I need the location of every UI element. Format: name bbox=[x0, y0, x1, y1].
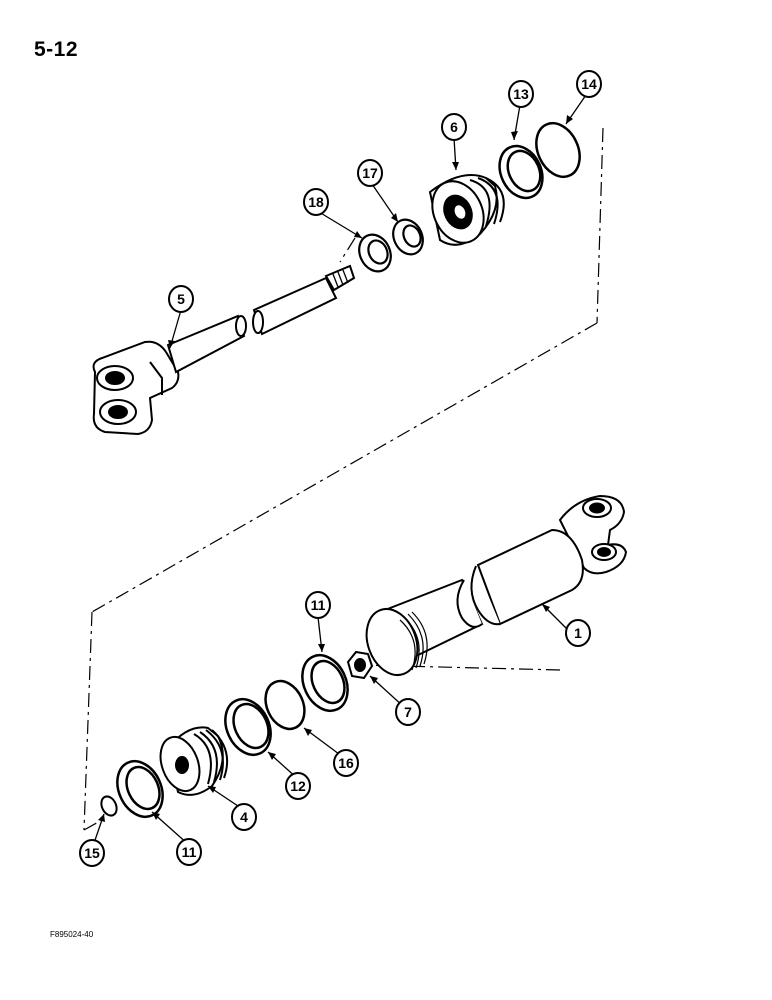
svg-text:11: 11 bbox=[182, 844, 197, 860]
rod-seal-part bbox=[358, 233, 392, 273]
svg-text:7: 7 bbox=[404, 704, 412, 720]
svg-text:12: 12 bbox=[290, 778, 306, 794]
callout-c1: 1 bbox=[565, 619, 591, 647]
back-up-ring-11-upper-part bbox=[301, 654, 349, 712]
svg-text:18: 18 bbox=[308, 194, 324, 210]
callout-c6: 6 bbox=[441, 113, 467, 141]
svg-text:11: 11 bbox=[311, 597, 326, 613]
callout-c16: 16 bbox=[333, 749, 359, 777]
seal-12-part bbox=[224, 698, 272, 756]
barrel-part bbox=[365, 494, 628, 676]
callout-c7: 7 bbox=[395, 698, 421, 726]
page-number: 5-12 bbox=[34, 38, 79, 61]
svg-text:6: 6 bbox=[450, 119, 458, 135]
o-ring-14-part bbox=[535, 122, 581, 178]
callout-c5: 5 bbox=[168, 285, 194, 313]
assembly-center-lines bbox=[83, 127, 604, 831]
svg-text:1: 1 bbox=[574, 625, 582, 641]
svg-text:17: 17 bbox=[362, 165, 378, 181]
wiper-part bbox=[392, 218, 424, 256]
callout-c12: 12 bbox=[285, 772, 311, 800]
piston-rod-part bbox=[92, 264, 356, 436]
callout-c13: 13 bbox=[508, 80, 534, 108]
callout-c14: 14 bbox=[576, 70, 602, 98]
back-up-ring-13-part bbox=[498, 144, 544, 200]
callout-c17: 17 bbox=[357, 159, 383, 187]
svg-text:5: 5 bbox=[177, 291, 185, 307]
back-up-ring-11-lower-part bbox=[116, 760, 164, 818]
gland-part bbox=[428, 174, 505, 246]
callout-c4: 4 bbox=[231, 803, 257, 831]
svg-text:16: 16 bbox=[338, 755, 354, 771]
svg-text:14: 14 bbox=[581, 76, 597, 92]
piston-part bbox=[159, 726, 228, 796]
callout-c11b: 11 bbox=[176, 838, 202, 866]
leader-arrowheads bbox=[98, 115, 573, 822]
callout-c11a: 11 bbox=[305, 591, 331, 619]
callout-c15: 15 bbox=[79, 839, 105, 867]
svg-text:13: 13 bbox=[513, 86, 529, 102]
figure-code: F895024-40 bbox=[50, 930, 94, 939]
o-ring-15-part bbox=[100, 795, 118, 817]
nut-part bbox=[346, 650, 374, 680]
callout-c18: 18 bbox=[303, 188, 329, 216]
o-ring-16-part bbox=[264, 679, 306, 731]
leader-lines bbox=[92, 94, 587, 847]
svg-text:15: 15 bbox=[84, 845, 100, 861]
svg-text:4: 4 bbox=[240, 809, 248, 825]
